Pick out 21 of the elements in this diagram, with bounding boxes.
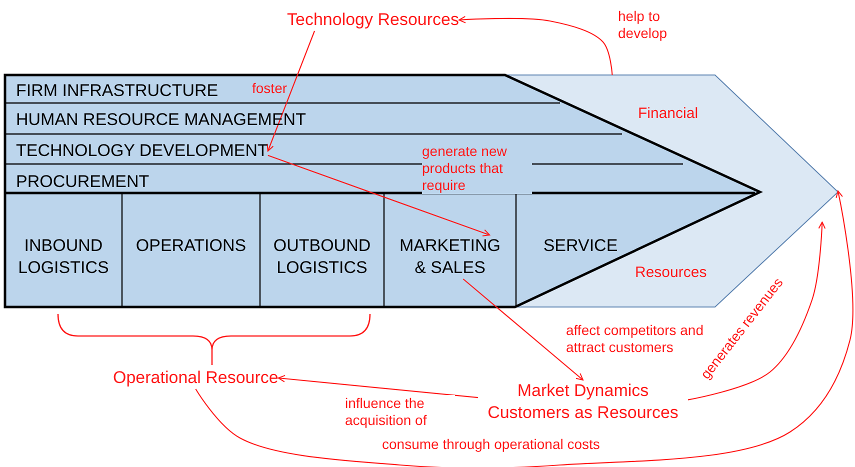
activity-label: OPERATIONS xyxy=(122,235,260,257)
resource-label: Market Dynamics Customers as Resources xyxy=(478,380,688,424)
arrow xyxy=(195,190,854,467)
arrow xyxy=(688,222,826,400)
arrow xyxy=(266,30,316,152)
arrow xyxy=(458,16,613,76)
arrow xyxy=(268,154,490,236)
edge-label: consume through operational costs xyxy=(382,436,600,453)
arrow xyxy=(462,278,584,381)
arrow xyxy=(278,374,478,398)
activity-label: TECHNOLOGY DEVELOPMENT xyxy=(16,140,268,162)
activity-label: INBOUND LOGISTICS xyxy=(5,235,122,279)
activity-label: FIRM INFRASTRUCTURE xyxy=(16,80,218,102)
resource-label: Financial xyxy=(638,105,698,122)
resource-label: Operational Resource xyxy=(113,367,278,389)
activity-label: OUTBOUND LOGISTICS xyxy=(260,235,384,279)
activity-label: PROCUREMENT xyxy=(16,171,150,193)
activity-label: SERVICE xyxy=(516,235,645,257)
activity-label: MARKETING & SALES xyxy=(384,235,516,279)
edge-label: influence the acquisition of xyxy=(345,395,455,429)
resource-label: Technology Resources xyxy=(287,9,459,31)
